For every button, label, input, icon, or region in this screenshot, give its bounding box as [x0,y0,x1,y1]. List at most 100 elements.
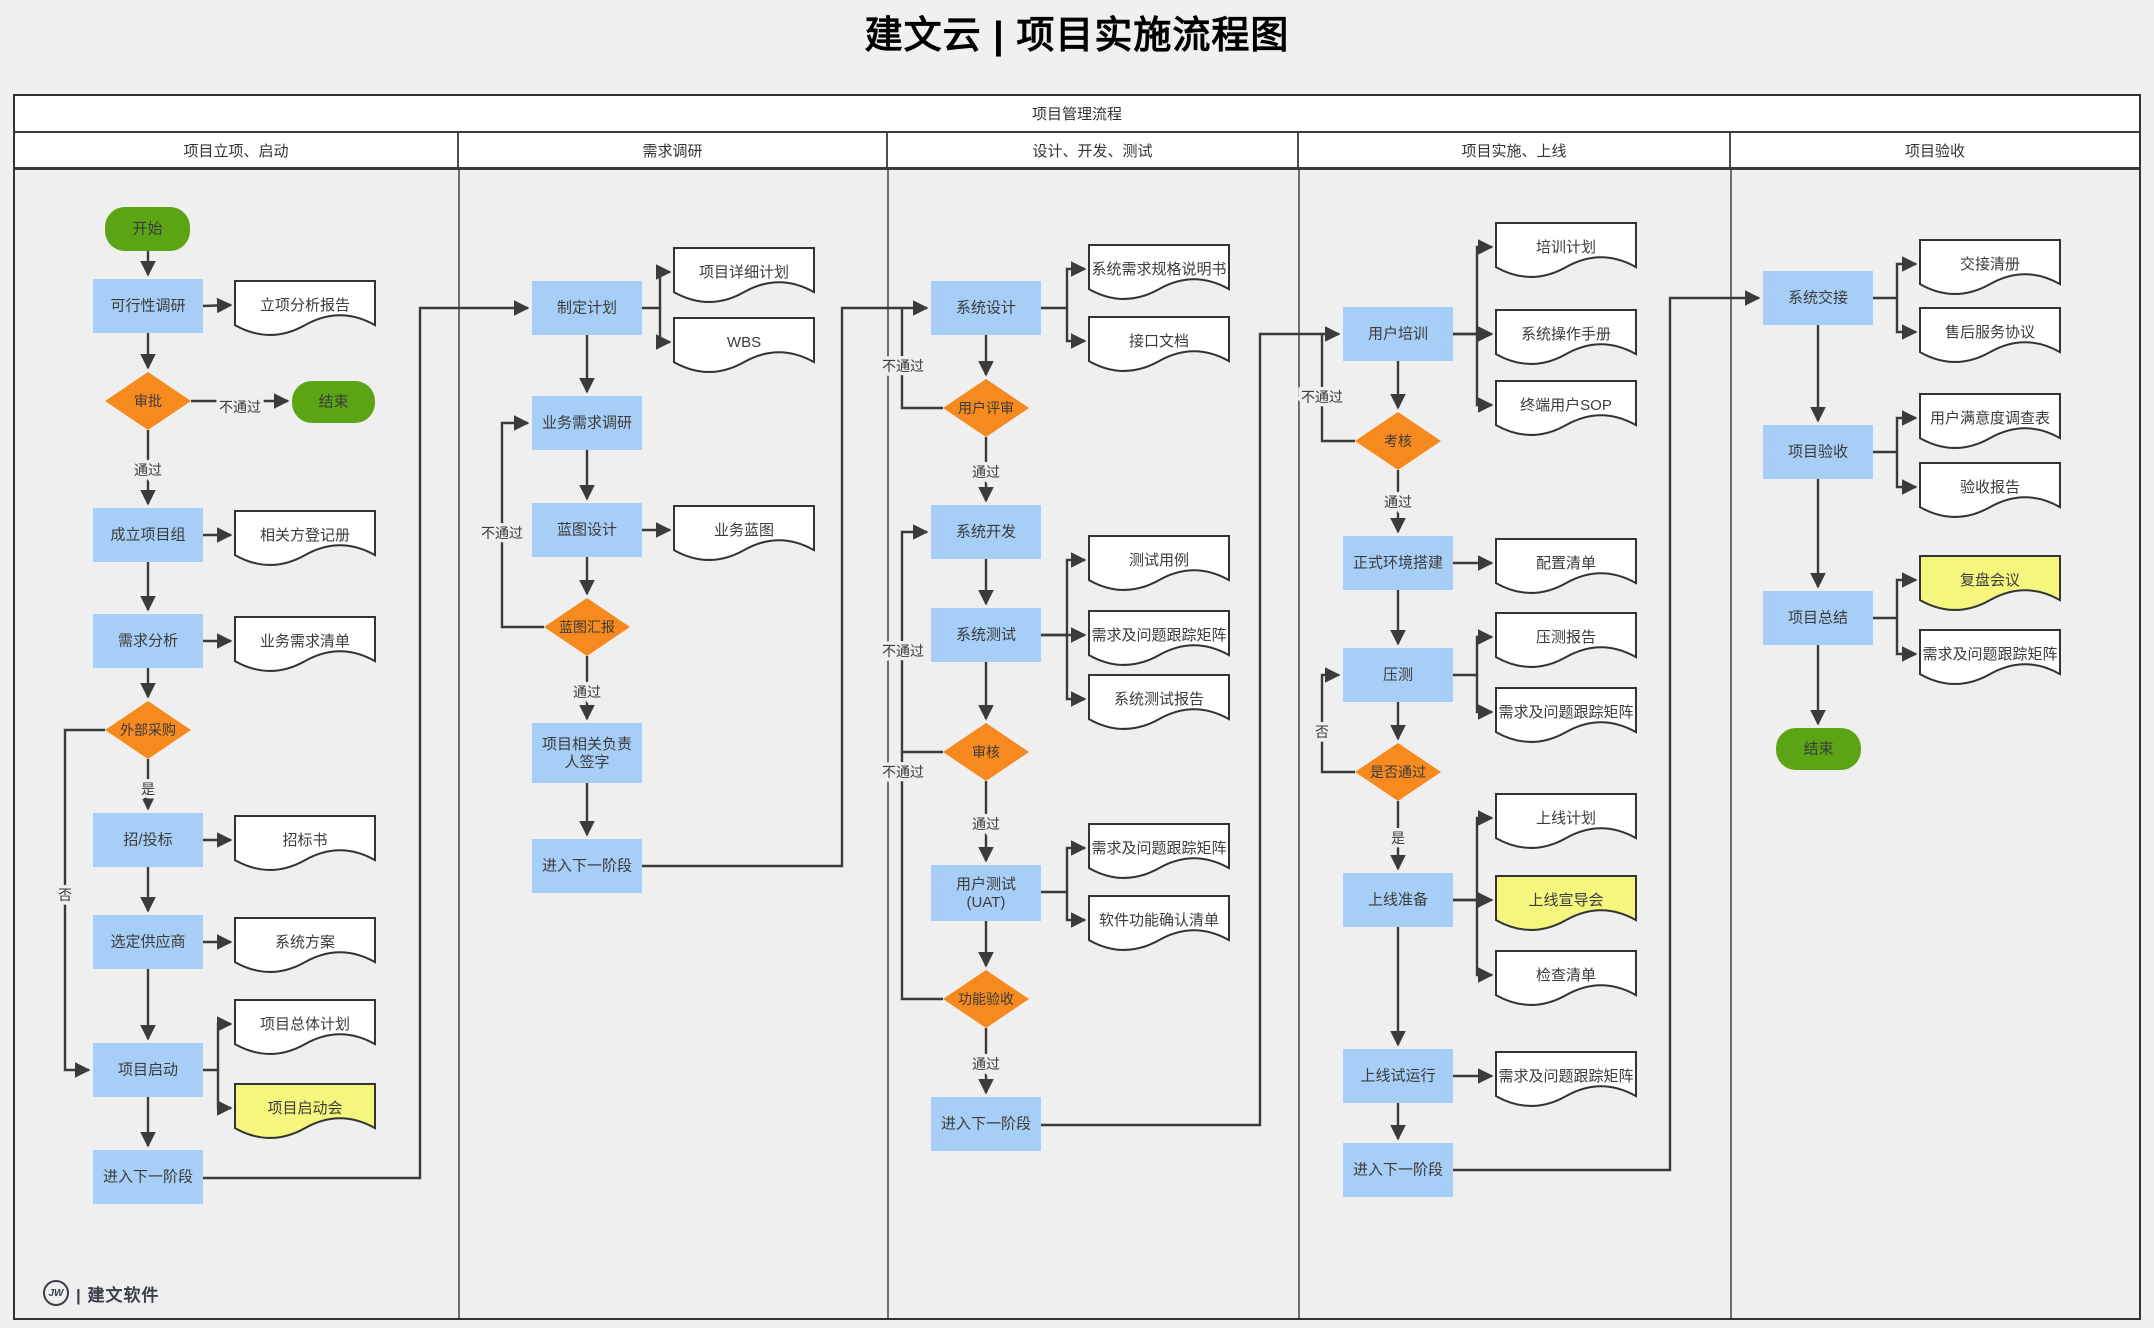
doc-end-user-sop: 终端用户SOP [1495,380,1637,436]
doc-trace-matrix-5: 需求及问题跟踪矩阵 [1919,629,2061,685]
flow-edge-16 [216,1070,233,1116]
doc-golive-briefing: 上线宣导会 [1495,875,1637,931]
doc-training-plan-label: 培训计划 [1536,239,1596,256]
doc-stress-test-report: 压测报告 [1495,612,1637,668]
golive-preparation-label: 上线准备 [1368,892,1428,909]
flow-edge-31 [1065,308,1087,349]
doc-end-user-sop-label: 终端用户SOP [1520,397,1612,414]
doc-trace-matrix-4a: 需求及问题跟踪矩阵 [1495,687,1637,743]
doc-business-blueprint-label: 业务蓝图 [714,522,774,539]
next-stage-4: 进入下一阶段 [1343,1143,1453,1197]
doc-tender-document: 招标书 [234,815,376,871]
doc-business-requirement-list: 业务需求清单 [234,616,376,672]
edge-label-52: 通过 [1384,494,1412,510]
flow-edge-18 [203,300,530,1180]
flowchart-canvas: 开始可行性调研立项分析报告审批结束成立项目组相关方登记册需求分析业务需求清单外部… [55,170,2061,1318]
flowchart-pool: 项目管理流程 项目立项、启动需求调研设计、开发、测试项目实施、上线项目验收 开始… [13,94,2141,1320]
end-terminal-1-label: 结束 [318,394,348,411]
doc-system-proposal: 系统方案 [234,917,376,973]
project-summary-label: 项目总结 [1788,610,1848,627]
user-training: 用户培训 [1343,307,1453,361]
golive-trial-run: 上线试运行 [1343,1049,1453,1103]
system-development: 系统开发 [931,505,1041,559]
doc-trace-matrix-3b: 需求及问题跟踪矩阵 [1088,823,1230,879]
next-stage-2-label: 进入下一阶段 [542,858,632,875]
system-design: 系统设计 [931,281,1041,335]
doc-detailed-project-plan-label: 项目详细计划 [699,264,789,281]
requirement-analysis-label: 需求分析 [118,633,178,650]
lane-title-5: 项目验收 [1904,142,1965,160]
blueprint-review-decision: 蓝图汇报 [544,598,630,656]
stress-test: 压测 [1343,648,1453,702]
doc-interface-document-label: 接口文档 [1129,333,1189,350]
flow-edge-19 [642,264,672,310]
flow-edge-70 [1873,410,1918,454]
next-stage-4-label: 进入下一阶段 [1353,1162,1443,1179]
next-stage-1-label: 进入下一阶段 [103,1169,193,1186]
edge-label-33: 通过 [972,464,1000,480]
external-procurement-decision: 外部采购 [105,701,191,759]
next-stage-1: 进入下一阶段 [93,1150,203,1204]
doc-stress-test-report-label: 压测报告 [1536,629,1596,646]
edge-label-26: 通过 [573,684,601,700]
doc-initiation-analysis-report-label: 立项分析报告 [260,297,350,314]
doc-after-sales-agreement-label: 售后服务协议 [1945,324,2035,341]
end-terminal-1: 结束 [292,381,375,423]
next-stage-2: 进入下一阶段 [532,839,642,893]
lane-title-1: 项目立项、启动 [15,133,459,167]
bidding-label: 招/投标 [123,832,172,849]
production-env-setup: 正式环境搭建 [1343,536,1453,590]
select-supplier: 选定供应商 [93,915,203,969]
flow-edge-68 [1895,298,1918,340]
doc-interface-document: 接口文档 [1088,316,1230,372]
flow-edge-56 [1475,675,1494,720]
next-stage-3: 进入下一阶段 [931,1097,1041,1151]
feasibility-research: 可行性调研 [93,279,203,333]
doc-checklist-label: 检查清单 [1536,967,1596,984]
pass-decision: 是否通过 [1355,743,1441,801]
doc-config-list-label: 配置清单 [1536,555,1596,572]
user-acceptance-testing-label: 用户测试(UAT) [956,876,1016,911]
doc-checklist: 检查清单 [1495,950,1637,1006]
flow-edge-50 [1475,334,1494,413]
end-terminal-5-label: 结束 [1803,741,1833,758]
form-project-team: 成立项目组 [93,508,203,562]
system-design-label: 系统设计 [956,300,1016,317]
doc-srs-label: 系统需求规格说明书 [1091,261,1226,278]
doc-trace-matrix-3a: 需求及问题跟踪矩阵 [1088,610,1230,666]
edge-label-59: 是 [1391,830,1405,846]
page-title: 建文云 | 项目实施流程图 [864,15,1290,57]
doc-trace-matrix-4a-label: 需求及问题跟踪矩阵 [1498,704,1633,721]
doc-trace-matrix-3b-label: 需求及问题跟踪矩阵 [1091,840,1226,857]
start-terminal-label: 开始 [132,221,162,238]
flow-edge-73 [1873,572,1918,620]
flow-edge-15 [203,1016,233,1072]
doc-overall-project-plan-label: 项目总体计划 [260,1016,350,1033]
flow-edge-62 [1475,900,1494,983]
doc-system-test-report: 系统测试报告 [1088,674,1230,730]
edge-label-58: 否 [1315,724,1329,740]
select-supplier-label: 选定供应商 [110,933,185,951]
flow-edge-10 [63,728,105,1078]
doc-test-cases-label: 测试用例 [1129,552,1189,569]
doc-satisfaction-survey-label: 用户满意度调查表 [1930,409,2050,427]
system-testing-label: 系统测试 [956,627,1016,644]
approval-decision-label: 审批 [134,393,162,409]
edge-label-45: 通过 [972,1056,1000,1072]
doc-business-blueprint: 业务蓝图 [673,505,815,561]
edge-label-39: 不通过 [882,643,924,659]
flow-edge-37 [1065,635,1087,707]
doc-stakeholder-register: 相关方登记册 [234,510,376,566]
blueprint-design: 蓝图设计 [532,503,642,557]
doc-srs: 系统需求规格说明书 [1088,244,1230,300]
business-requirement-research: 业务需求调研 [532,396,642,450]
doc-kickoff-meeting: 项目启动会 [234,1083,376,1139]
function-acceptance-decision-label: 功能验收 [958,991,1014,1007]
lane-title-3: 设计、开发、测试 [888,133,1299,167]
leader-signoff-label: 项目相关负责人签字 [542,736,632,771]
function-acceptance-decision: 功能验收 [943,970,1029,1028]
edge-label-40: 通过 [972,816,1000,832]
doc-wbs: WBS [673,317,815,373]
flow-edge-20 [655,308,672,350]
doc-kickoff-meeting-label: 项目启动会 [267,1100,342,1117]
